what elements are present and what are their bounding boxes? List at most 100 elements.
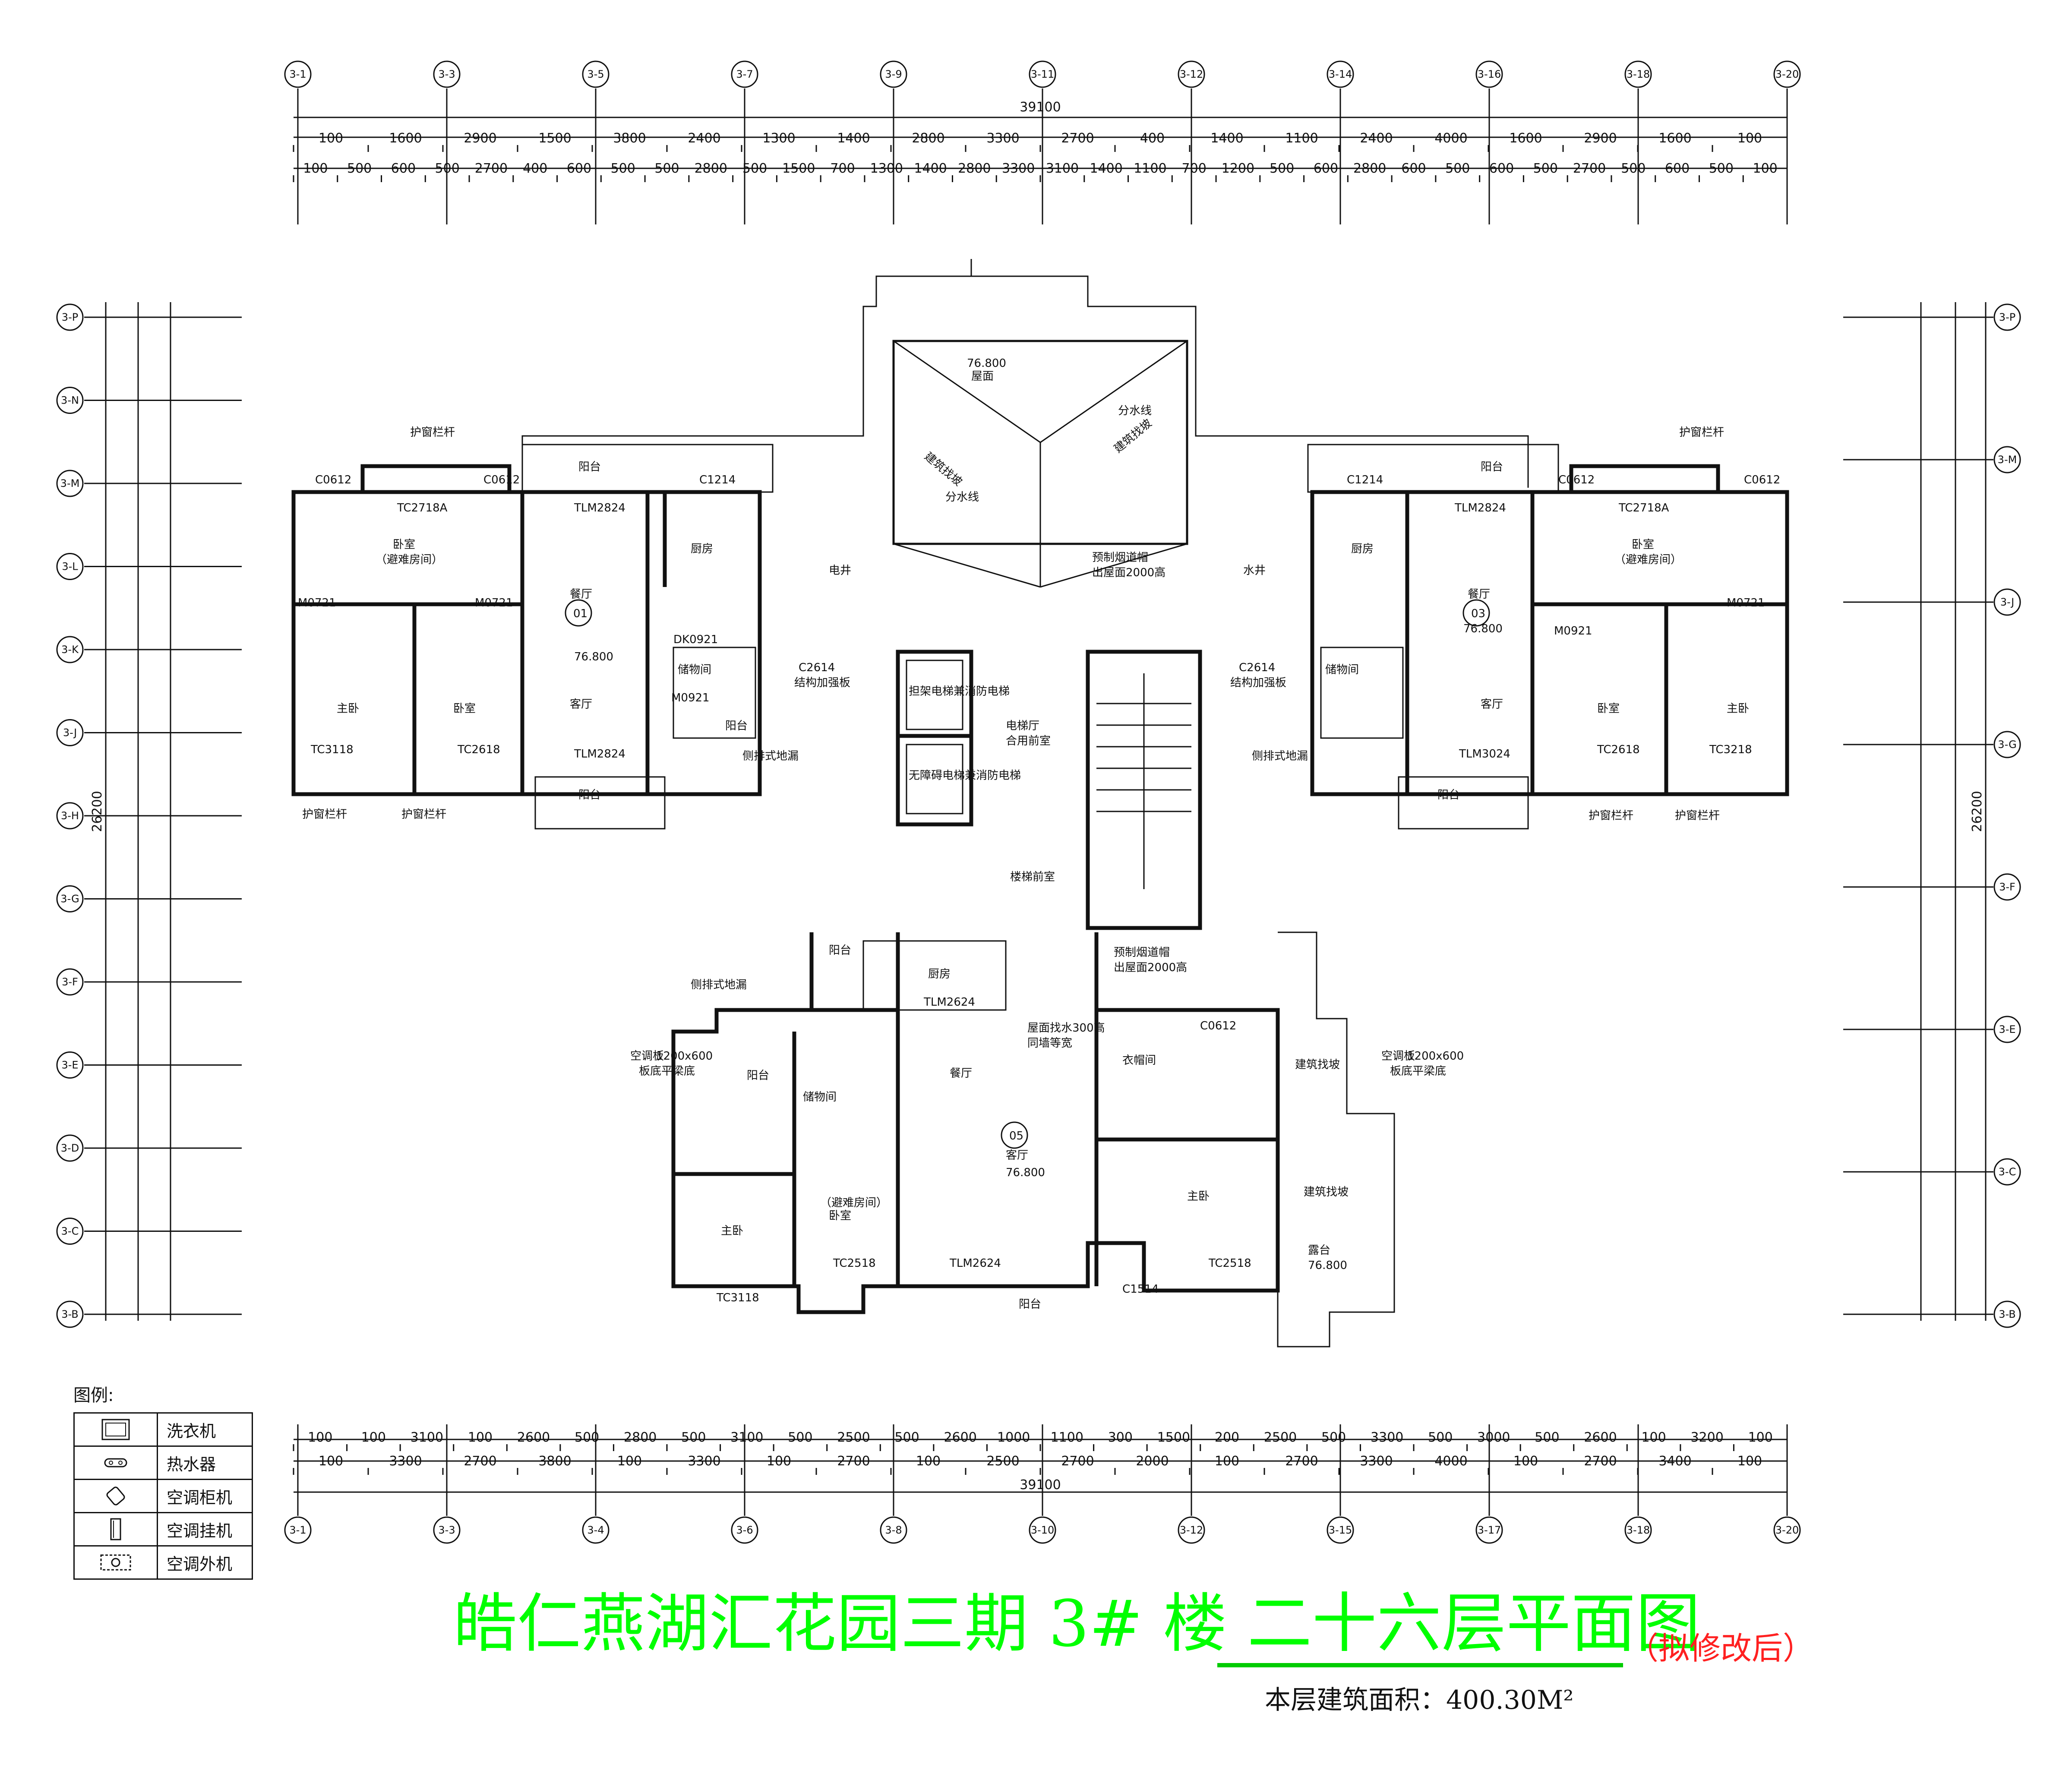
axis-bubble: [1993, 446, 2021, 473]
unit-01-door-m0721-b: M0721: [475, 596, 513, 609]
axis-bubble: [1993, 588, 2021, 616]
unit-05-level: 76.800: [1006, 1166, 1045, 1179]
unit-05-window-tc2518-b: TC2518: [1208, 1257, 1251, 1270]
unit-05-window-c0612: C0612: [1200, 1019, 1236, 1032]
unit-01-window-tc2618: TC2618: [457, 743, 500, 756]
unit-03-refuge: （避难房间）: [1614, 553, 1682, 566]
water-heater-icon: [75, 1447, 158, 1479]
legend-label: 热水器: [167, 1455, 216, 1474]
axis-bubble: [56, 968, 84, 996]
unit-01-window-tc3118: TC3118: [310, 743, 354, 756]
dimension-value: 2800: [912, 131, 944, 146]
dimension-value: 2800: [958, 161, 991, 176]
drawing-title: 皓仁燕湖汇花园三期 3# 楼 二十六层平面图: [453, 1571, 1700, 1665]
dimension-value: 100: [617, 1454, 642, 1469]
stair-front-label: 楼梯前室: [1010, 871, 1055, 884]
dimension-value: 1500: [538, 131, 571, 146]
slope-label-2: 建筑找坡: [1112, 417, 1154, 456]
dimension-value: 1200: [1222, 161, 1254, 176]
ridge-label-2: 分水线: [945, 491, 979, 504]
dimension-value: 3300: [1002, 161, 1035, 176]
dimension-value: 1500: [782, 161, 815, 176]
axis-label: 3-1: [289, 68, 306, 80]
dimension-value: 2400: [688, 131, 720, 146]
unit-01-balcony-bottom: 阳台: [578, 789, 601, 802]
legend-row: 洗衣机: [75, 1414, 252, 1447]
unit-01-storage: 储物间: [678, 663, 711, 676]
dimension-value: 100: [767, 1454, 791, 1469]
unit-03-storage: 储物间: [1325, 663, 1359, 676]
dimension-value: 2700: [1285, 1454, 1318, 1469]
unit-03-door-m0721: M0721: [1727, 596, 1765, 609]
dimension-value: 3300: [389, 1454, 422, 1469]
unit-05-master: 主卧: [1187, 1190, 1210, 1203]
unit-03-badge: 03: [1471, 607, 1485, 620]
dimension-value: 2900: [464, 131, 496, 146]
axis-label: 3-N: [61, 395, 79, 407]
axis-label: 3-4: [587, 1524, 604, 1536]
unit-03-dining: 餐厅: [1468, 588, 1490, 601]
dimension-value: 1000: [997, 1430, 1030, 1445]
unit-05-living: 客厅: [1006, 1149, 1028, 1162]
axis-label: 3-8: [885, 1524, 902, 1536]
axis-bubble: [1327, 1516, 1354, 1544]
unit-03-window-tc3218: TC3218: [1709, 743, 1752, 756]
dimension-value: 500: [1321, 1430, 1346, 1445]
dimension-value: 1100: [1134, 161, 1166, 176]
elevator-1-label: 担架电梯兼消防电梯: [909, 685, 1010, 698]
roof-label: 屋面: [971, 370, 994, 383]
unit-03-door-tlm2824: TLM2824: [1454, 502, 1506, 514]
dimension-value: 200: [1215, 1430, 1239, 1445]
axis-label: 3-G: [60, 893, 79, 905]
unit-03-balcony-top: 阳台: [1481, 461, 1503, 473]
cabinet-ac-icon: [75, 1480, 158, 1512]
unit-03-rail-top: 护窗栏杆: [1679, 426, 1724, 439]
unit-05-ac-left: 空调板: [630, 1050, 664, 1063]
dimension-value: 1100: [1285, 131, 1318, 146]
unit-03-floor-drain: 侧排式地漏: [1252, 750, 1308, 763]
dimension-value: 2500: [837, 1430, 870, 1445]
unit-01-balcony-top: 阳台: [578, 461, 601, 473]
unit-05-refuge-bedroom: 卧室: [829, 1209, 851, 1222]
axis-bubble: [56, 802, 84, 830]
unit-05-walls: 05 餐厅 客厅 76.800 厨房 主卧 主卧 卧室 （避难房间） 储物间 衣…: [630, 931, 1464, 1348]
axis-bubble: [880, 60, 907, 88]
axis-bubble: [1475, 1516, 1503, 1544]
axis-label: 3-15: [1329, 1524, 1352, 1536]
unit-05-ac-left-note: 板底平梁底: [639, 1065, 695, 1078]
dimension-value: 100: [468, 1430, 493, 1445]
legend-label: 空调挂机: [167, 1521, 233, 1540]
unit-05-door-tlm2624-top: TLM2624: [923, 996, 975, 1009]
axis-bubble: [1624, 1516, 1652, 1544]
dimension-value: 2500: [986, 1454, 1019, 1469]
dimension-value: 1500: [1157, 1430, 1190, 1445]
dimension-value: 1600: [1509, 131, 1542, 146]
left-dimension-chain: 26200: [90, 302, 171, 1321]
dimension-value: 400: [523, 161, 547, 176]
dimension-value: 1300: [762, 131, 795, 146]
elevator-hall-label: 电梯厅: [1006, 720, 1039, 732]
axis-label: 3-18: [1627, 68, 1650, 80]
unit-05-master-left: 主卧: [721, 1225, 743, 1237]
axis-bubble: [1993, 873, 2021, 901]
flue-sub-label: 出屋面2000高: [1092, 566, 1166, 579]
axis-label: 3-1: [289, 1524, 306, 1536]
unit-03-rail-b: 护窗栏杆: [1675, 809, 1720, 822]
dimension-value: 2700: [1061, 131, 1094, 146]
revision-note: （拟修改后）: [1627, 1630, 1814, 1666]
axis-bubble: [1178, 60, 1205, 88]
dimension-value: 500: [654, 161, 679, 176]
unit-01-door-dk0921: DK0921: [673, 633, 718, 646]
unit-01-door-m0921: M0921: [671, 691, 710, 704]
dimension-value: 2700: [1584, 1454, 1617, 1469]
unit-01-floor-drain: 侧排式地漏: [742, 750, 799, 763]
unit-01-dining: 餐厅: [570, 588, 592, 601]
roof-outline: 屋面 76.800 分水线 分水线 建筑找坡 建筑找坡 预制烟道帽 出屋面200…: [521, 259, 1529, 588]
axis-bubble: [1993, 1158, 2021, 1186]
dimension-value: 1600: [389, 131, 422, 146]
right-axis-bubbles: 3-P3-M3-J3-G3-F3-E3-C3-B: [1843, 303, 2021, 1328]
